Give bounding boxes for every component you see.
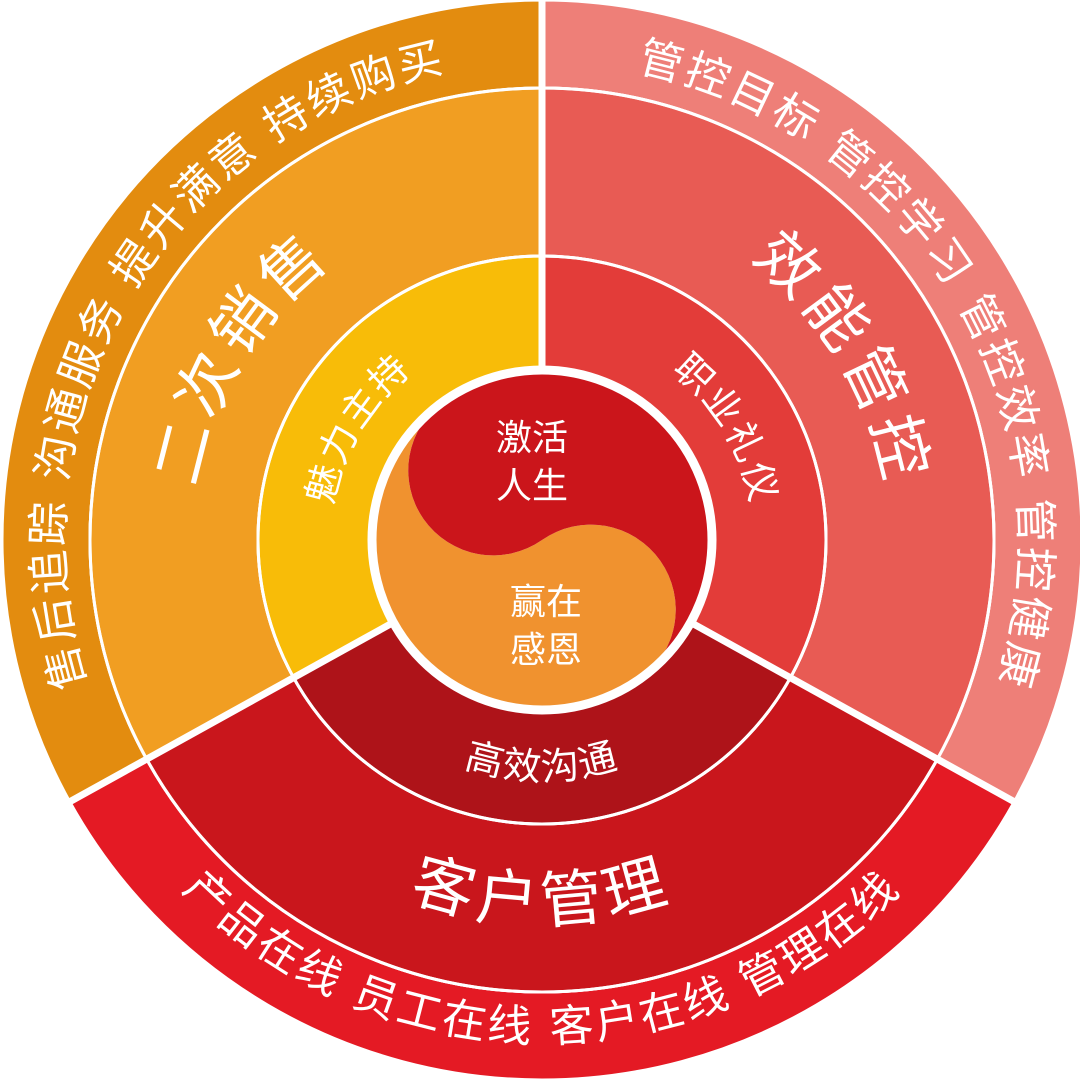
center-ring: [367, 365, 717, 715]
yin-yang-dark-half: [408, 370, 712, 680]
yin-yang-light-half: [372, 400, 676, 710]
sector-divider-2: [688, 619, 1020, 807]
center-top-line-1: 激活: [496, 418, 568, 459]
sector-divider-3: [64, 619, 396, 807]
divider-layer: [64, 0, 1020, 994]
center-top-line-2: 人生: [496, 466, 568, 507]
center-bottom-line-2: 感恩: [510, 630, 582, 671]
center-yin-yang: 激活 人生 赢在 感恩: [367, 365, 717, 715]
center-bottom-line-1: 赢在: [510, 582, 582, 623]
